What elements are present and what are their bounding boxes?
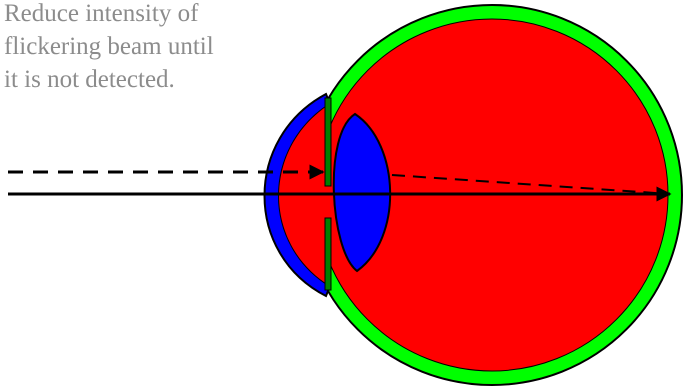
caption-line-3: it is not detected.: [4, 66, 175, 93]
flickering-beam-refracted: [391, 174, 671, 195]
iris-upper: [324, 97, 332, 187]
caption-line-1: Reduce intensity of: [4, 0, 199, 27]
instruction-caption: Reduce intensity of flickering beam unti…: [4, 0, 304, 96]
caption-line-2: flickering beam until: [4, 33, 214, 60]
iris-lower: [324, 217, 332, 291]
